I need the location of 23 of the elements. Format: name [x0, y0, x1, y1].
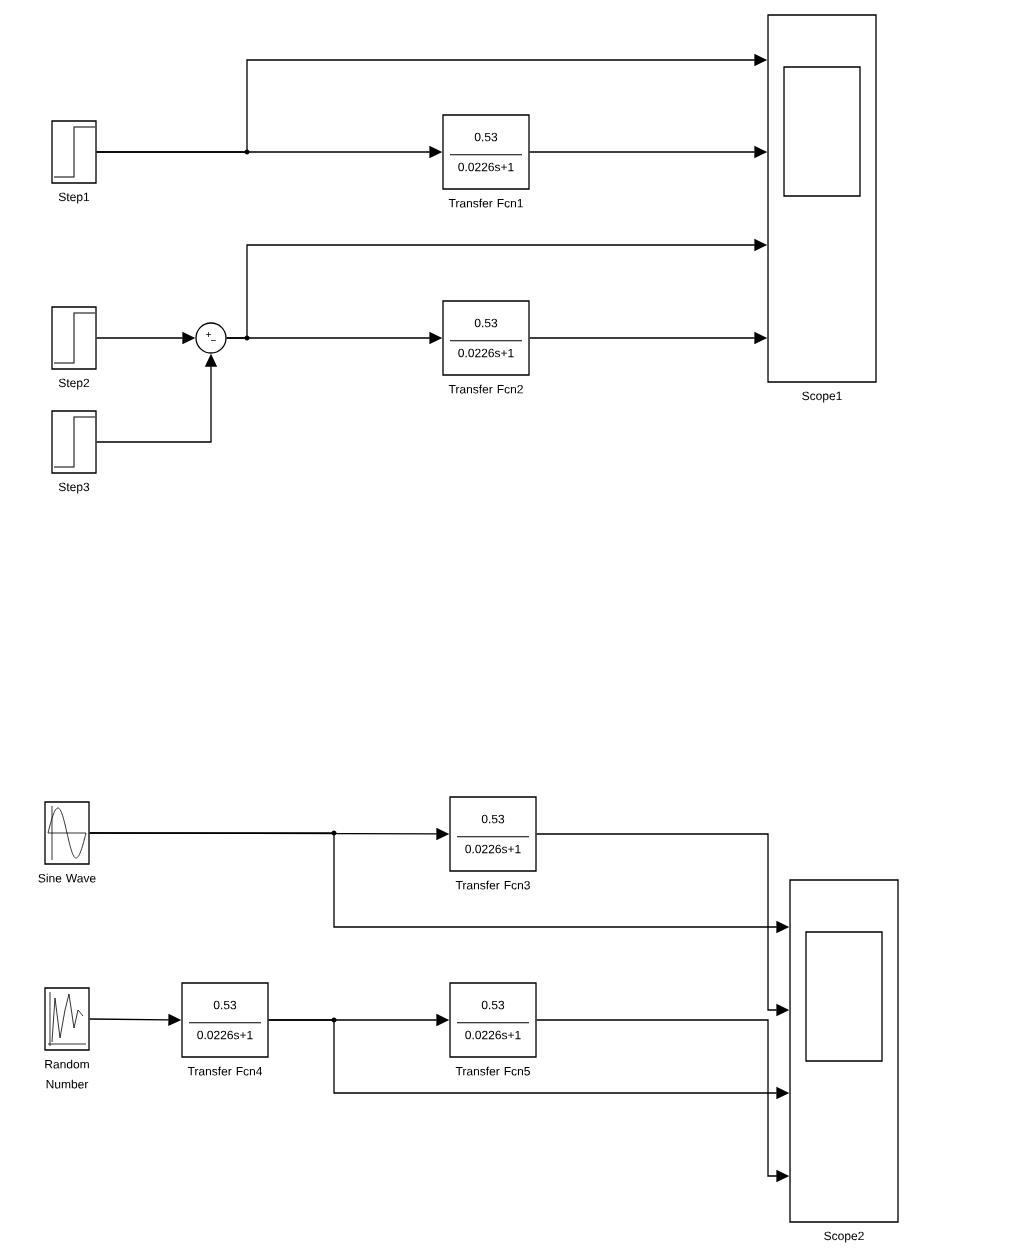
transfer-function-block: 0.53 0.0226s+1: [442, 300, 530, 376]
block-label: Transfer Fcn1: [448, 198, 523, 208]
step-block: [51, 120, 97, 184]
sum-junction: + −: [195, 322, 227, 354]
block-label: Transfer Fcn2: [448, 384, 523, 394]
block-label: Random Number: [45, 1059, 89, 1089]
block-label: Transfer Fcn4: [187, 1066, 263, 1076]
transfer-function-block: 0.53 0.0226s+1: [181, 982, 269, 1058]
transfer-function-block: 0.53 0.0226s+1: [449, 982, 537, 1058]
block-label: Sine Wave: [38, 873, 96, 883]
scope-block: [789, 879, 899, 1223]
block-label: Scope2: [824, 1231, 864, 1243]
block-label: Transfer Fcn5: [455, 1066, 530, 1076]
step-block: [51, 410, 97, 474]
block-label: Step3: [58, 482, 90, 494]
transfer-function-block: 0.53 0.0226s+1: [442, 114, 530, 190]
block-label: Scope1: [802, 391, 842, 403]
scope-block: [767, 14, 877, 383]
step-block: [51, 306, 97, 370]
block-label: Step2: [58, 378, 90, 390]
transfer-function-block: 0.53 0.0226s+1: [449, 796, 537, 872]
block-label: Transfer Fcn3: [455, 880, 530, 890]
block-label: Step1: [58, 192, 90, 204]
